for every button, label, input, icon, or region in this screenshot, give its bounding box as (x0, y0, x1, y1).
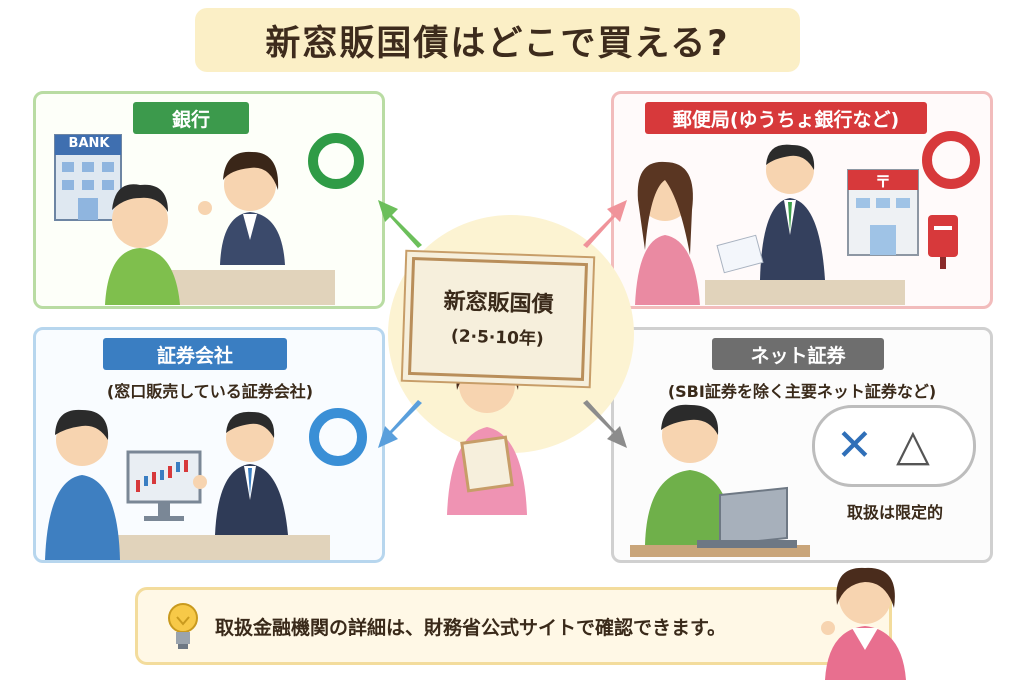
securities-label: 証券会社 (103, 338, 287, 370)
guide-woman-illustration (821, 567, 906, 680)
post-office-label: 郵便局(ゆうちょ銀行など) (645, 102, 927, 134)
post-illustration (635, 144, 958, 305)
post-circle-mark (922, 131, 980, 189)
securities-circle-mark (309, 408, 367, 466)
bank-illustration (54, 134, 335, 305)
certificate-subtitle: (2·5·10年) (450, 326, 545, 350)
bank-circle-mark (308, 133, 364, 189)
lightbulb-icon (168, 603, 198, 649)
online-illustration (630, 404, 810, 557)
arrow-to-post (583, 200, 627, 248)
info-text: 取扱金融機関の詳細は、財務省公式サイトで確認できます。 (215, 617, 727, 639)
securities-sublabel: (窓口販売している証券会社) (106, 382, 314, 401)
page-title: 新窓販国債はどこで買える? (195, 8, 800, 72)
arrow-to-bank (378, 200, 422, 248)
online-sublabel: (SBI証券を除く主要ネット証券など) (667, 382, 937, 401)
triangle-mark: △ (896, 420, 930, 471)
post-mark-sign: 〒 (874, 172, 891, 191)
bond-certificate: 新窓販国債 (2·5·10年) (407, 256, 589, 382)
speech-bubble (812, 405, 976, 487)
info-bar (135, 587, 892, 665)
arrow-to-securities (378, 400, 422, 448)
bank-label: 銀行 (133, 102, 249, 134)
certificate-title: 新窓販国債 (443, 289, 554, 318)
online-brokerage-label: ネット証券 (712, 338, 884, 370)
arrow-to-online (583, 400, 627, 448)
limited-note: 取扱は限定的 (846, 503, 943, 522)
cross-mark: ✕ (836, 420, 873, 471)
securities-illustration (45, 409, 330, 560)
bank-sign: BANK (68, 136, 110, 151)
